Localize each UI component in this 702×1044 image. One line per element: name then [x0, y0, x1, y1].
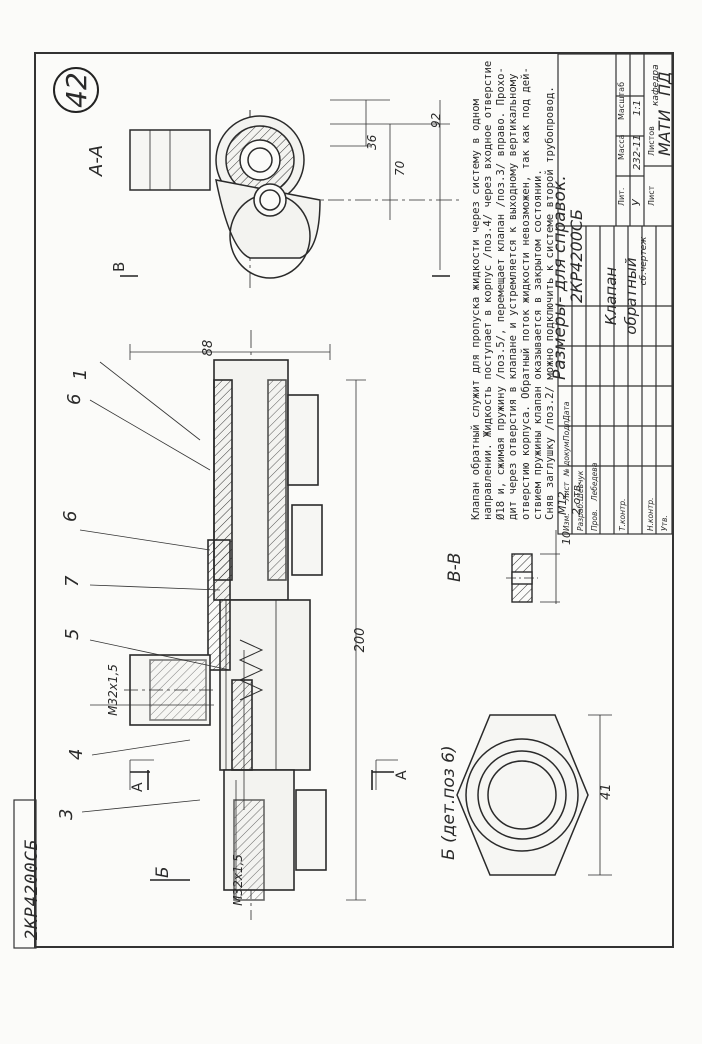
hex-nut-view: [456, 714, 612, 876]
title-drawing-note: сб.чертеж: [639, 236, 649, 286]
section-bb-view: [506, 530, 560, 604]
tb-row-role: Утв.: [660, 515, 669, 531]
dim-88: 88: [201, 340, 216, 357]
org-line2: МАТИ: [655, 109, 674, 156]
tb-row-name: Лебедева: [590, 462, 599, 502]
sheet-number-circle: [53, 67, 99, 113]
dim-70: 70: [393, 160, 407, 176]
drawing-frame: [34, 52, 674, 948]
description-line: Клапан обратный служит для пропуска жидк…: [470, 99, 482, 520]
dim-thread-left: M32x1,5: [231, 854, 245, 906]
section-a-marks: [130, 770, 394, 790]
dim-holes: 2 отв.: [570, 481, 583, 515]
label-aa: А-А: [86, 145, 107, 177]
mass-value: 232-11: [632, 135, 643, 170]
arrow-v-top: В: [110, 262, 128, 272]
org-line1: кафедра: [651, 64, 661, 106]
main-dimensions: [90, 344, 398, 901]
col-sign: Подп.: [562, 418, 571, 441]
label-view-b: Б (дет.поз 6): [439, 745, 459, 860]
tb-row-name: Лист: [562, 481, 571, 502]
callout-6b: 6: [60, 511, 81, 522]
dim-thread-top: M32x1,5: [106, 664, 120, 716]
col-lit: Лит.: [617, 188, 626, 206]
arrow-a-top: А: [130, 782, 146, 792]
tb-row-name: Шевчук: [576, 470, 585, 501]
lit-value: У: [630, 198, 643, 206]
dim-m12: M12: [556, 492, 569, 516]
callout-7: 7: [62, 575, 83, 587]
sheet-number: 42: [60, 72, 93, 108]
main-assembly-view: [124, 330, 327, 920]
title-name-line2: обратный: [622, 257, 640, 335]
callout-6a: 6: [64, 394, 85, 405]
arrow-b: Б: [153, 866, 173, 878]
tb-row-role: Разраб.: [576, 502, 585, 531]
label-bb: В-В: [445, 553, 465, 582]
dim-92: 92: [429, 113, 443, 128]
section-aa-view: [129, 110, 460, 290]
dim-200: 200: [353, 628, 368, 653]
title-name-line1: Клапан: [602, 267, 620, 325]
callout-1: 1: [70, 369, 91, 380]
col-date: Дата: [562, 401, 571, 422]
section-aa-dimensions: [330, 99, 450, 270]
callout-5: 5: [62, 629, 83, 640]
tb-row-role: Н.контр.: [646, 497, 655, 531]
callout-leaders: [79, 361, 231, 813]
title-block: 2КР4200СБ Клапан обратный сб.чертеж Лит.…: [557, 53, 674, 535]
callout-4: 4: [66, 749, 87, 760]
org-line3: ПД: [655, 71, 674, 96]
arrow-a-bottom: А: [394, 770, 410, 780]
tb-row-role: Т.контр.: [618, 498, 627, 531]
description-line: направлении. Жидкость поступает в корпус…: [482, 60, 495, 520]
tb-row-role: Изм.: [562, 513, 571, 531]
dim-41: 41: [599, 783, 614, 800]
dim-36: 36: [365, 134, 379, 150]
sheet-label: Лист: [647, 185, 656, 206]
sheets-label: Листов: [647, 126, 656, 156]
callout-3: 3: [56, 809, 77, 820]
col-mass: Масса: [617, 134, 626, 160]
title-designation: 2КР4200СБ: [567, 209, 586, 303]
corner-code: 2КР4200СБ: [22, 838, 42, 940]
tb-row-extra: № докум.: [562, 439, 571, 477]
col-scale: Масштаб: [617, 82, 626, 120]
tb-row-role: Пров.: [590, 509, 599, 531]
scale-value: 1:1: [632, 100, 643, 116]
